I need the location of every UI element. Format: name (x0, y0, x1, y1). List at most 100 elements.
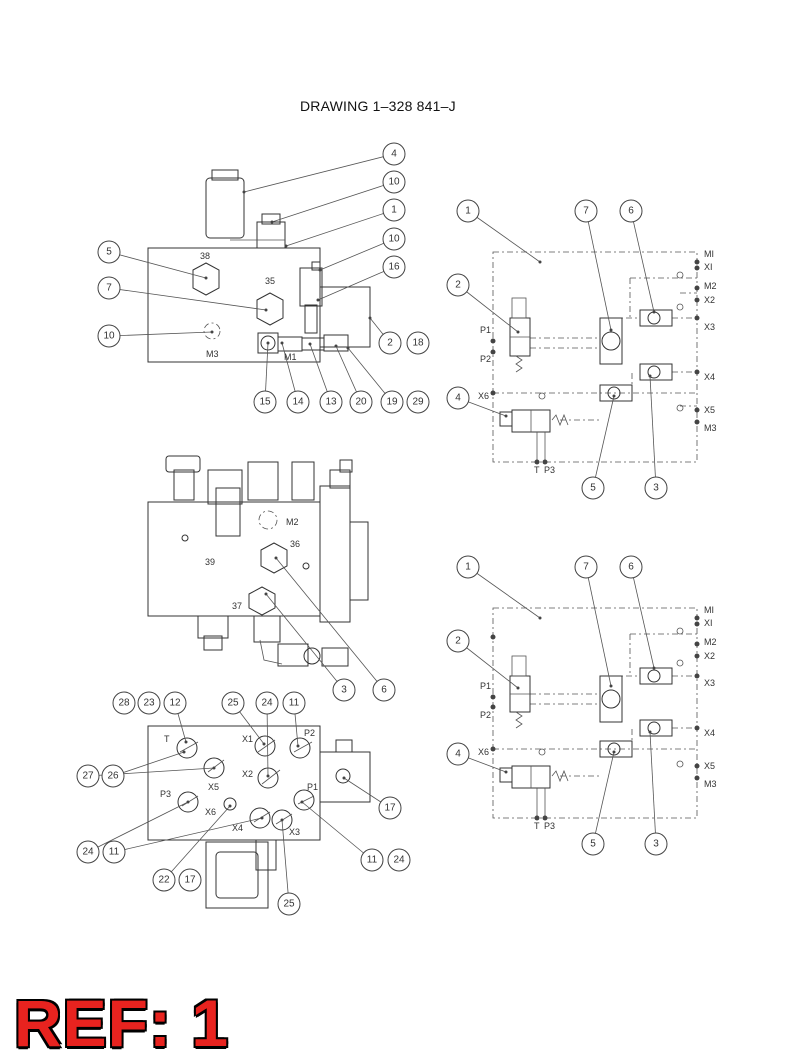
leader-dot (316, 298, 320, 302)
leader-dot (538, 260, 542, 264)
leader-line (271, 181, 395, 223)
leader-dot (262, 742, 266, 746)
leader-dot (260, 816, 264, 820)
schem1-port-T: T (534, 465, 540, 475)
leader-line (243, 153, 395, 193)
leader-dot (284, 244, 288, 248)
view3-callout-28: 28 (112, 691, 136, 715)
view3-callout-25: 25 (277, 892, 301, 916)
callout-number: 4 (455, 749, 461, 760)
leader-line (592, 395, 615, 489)
view1-callout-4: 4 (382, 142, 406, 166)
leader-line (281, 819, 290, 905)
schem2-port-T: T (534, 821, 540, 831)
schem2-callout-7: 7 (574, 555, 598, 579)
callout-number: 3 (341, 685, 347, 696)
view2-port-label: 37 (232, 601, 242, 611)
callout-circle (380, 390, 404, 414)
leader-dot (609, 684, 613, 688)
callout-circle (382, 227, 406, 251)
leader-dot (342, 776, 346, 780)
leader-line (585, 210, 612, 331)
callout-number: 2 (387, 338, 393, 349)
schem2-port-X2: X2 (704, 651, 715, 661)
leader-dot (266, 774, 270, 778)
leader-line (317, 266, 395, 301)
callout-circle (332, 678, 356, 702)
view3-callout-27: 27 (76, 764, 100, 788)
callout-number: 18 (412, 338, 424, 349)
callout-number: 25 (227, 698, 239, 709)
view1-callout-7: 7 (97, 276, 121, 300)
callout-circle (581, 476, 605, 500)
schem1-port-P3: P3 (544, 465, 555, 475)
callout-circle (97, 276, 121, 300)
leader-lines (87, 153, 657, 905)
schematic-2 (490, 607, 700, 821)
callout-circle (277, 892, 301, 916)
view1-port-label: M1 (284, 352, 297, 362)
callout-number: 4 (455, 393, 461, 404)
drawing-title: DRAWING 1–328 841–J (300, 98, 456, 114)
view3-port-label: X6 (205, 807, 216, 817)
view1-callout-16: 16 (382, 255, 406, 279)
view3-callout-23: 23 (137, 691, 161, 715)
callout-number: 5 (590, 483, 596, 494)
callout-circle (76, 840, 100, 864)
leader-line (467, 210, 541, 263)
callout-circle (446, 742, 470, 766)
leader-dot (280, 341, 284, 345)
schem2-port-X6: X6 (478, 747, 489, 757)
schem1-port-M3: M3 (704, 423, 717, 433)
schem2-port-X5: X5 (704, 761, 715, 771)
callout-number: 15 (259, 397, 271, 408)
callout-number: 6 (628, 562, 634, 573)
callout-number: 11 (367, 855, 378, 866)
view3-port-label: X1 (242, 734, 253, 744)
callout-circle (382, 255, 406, 279)
callout-circle (319, 390, 343, 414)
leader-line (265, 593, 345, 691)
schem2-callout-5: 5 (581, 832, 605, 856)
leader-dot (204, 276, 208, 280)
callout-number: 17 (184, 875, 196, 886)
callout-number: 2 (455, 280, 461, 291)
callout-circle (97, 240, 121, 264)
schem2-callout-6: 6 (619, 555, 643, 579)
view1-callout-19: 19 (380, 390, 404, 414)
leader-dot (504, 770, 508, 774)
view1-callout-10: 10 (382, 170, 406, 194)
callout-circle (378, 331, 402, 355)
callout-number: 10 (103, 331, 115, 342)
schem2-port-X3: X3 (704, 678, 715, 688)
callout-number: 2 (455, 636, 461, 647)
callout-number: 6 (628, 206, 634, 217)
ref-stamp: REF: 1 (14, 986, 230, 1060)
leader-dot (186, 800, 190, 804)
view2-callout-6: 6 (372, 678, 396, 702)
callout-circle (574, 555, 598, 579)
callout-number: 29 (412, 397, 424, 408)
leader-dot (280, 818, 284, 822)
leader-dot (538, 616, 542, 620)
leader-dot (612, 750, 616, 754)
leader-dot (368, 316, 372, 320)
leader-dot (308, 342, 312, 346)
view-2-assembly (147, 455, 369, 667)
leader-line (87, 801, 189, 853)
view1-port-label: 35 (265, 276, 275, 286)
view1-callout-2: 2 (378, 331, 402, 355)
leader-dot (318, 268, 322, 272)
schem1-port-M2: M2 (704, 281, 717, 291)
leader-line (592, 751, 615, 845)
callout-circle (349, 390, 373, 414)
view3-callout-26: 26 (101, 764, 125, 788)
schem1-port-X6: X6 (478, 391, 489, 401)
schem2-port-XI: XI (704, 618, 713, 628)
callout-circle (644, 832, 668, 856)
leader-line (285, 209, 395, 247)
schem2-port-M3: M3 (704, 779, 717, 789)
leader-dot (264, 592, 268, 596)
